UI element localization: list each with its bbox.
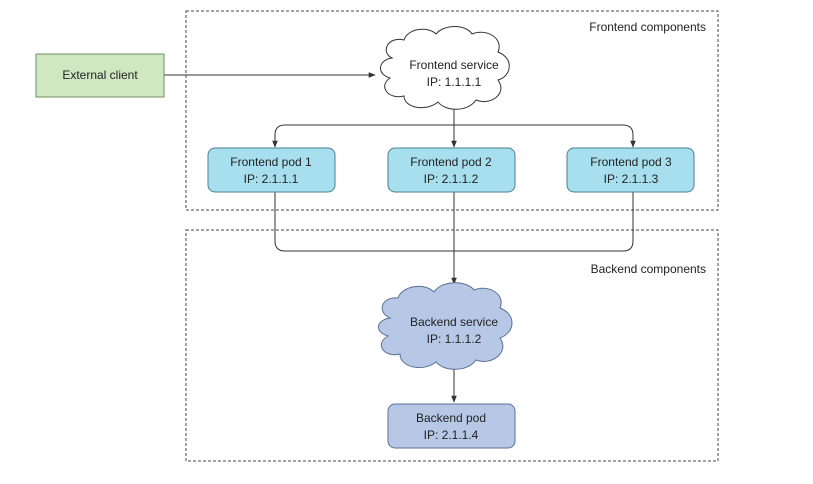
frontend-service-cloud-icon — [380, 26, 510, 110]
frontend-service-name: Frontend service — [409, 58, 499, 72]
backend-pod-ip: IP: 2.1.1.4 — [424, 428, 479, 442]
backend-service-ip: IP: 1.1.1.2 — [427, 332, 482, 346]
backend-service-cloud-icon — [378, 282, 513, 370]
service-to-pod3-arrow — [454, 124, 636, 148]
backend-service-name: Backend service — [410, 315, 498, 329]
external-client-label: External client — [62, 68, 138, 82]
frontend-service-ip: IP: 1.1.1.1 — [427, 75, 482, 89]
frontend-service-node[interactable]: Frontend service IP: 1.1.1.1 — [380, 26, 510, 110]
backend-pod-name: Backend pod — [416, 411, 486, 425]
frontend-pod-3-node[interactable]: Frontend pod 3 IP: 2.1.1.3 — [566, 147, 695, 193]
frontend-components-group: Frontend components — [185, 10, 719, 211]
frontend-pod-1-node[interactable]: Frontend pod 1 IP: 2.1.1.1 — [207, 147, 336, 193]
connectors — [164, 72, 636, 403]
backend-pod-node[interactable]: Backend pod IP: 2.1.1.4 — [387, 403, 516, 449]
frontend-components-label: Frontend components — [589, 20, 706, 34]
backend-components-group: Backend components — [185, 229, 719, 462]
frontend-pod-1-ip: IP: 2.1.1.1 — [244, 172, 299, 186]
frontend-pod-3-ip: IP: 2.1.1.3 — [604, 172, 659, 186]
frontend-pod-1-name: Frontend pod 1 — [230, 155, 312, 169]
frontend-pod-2-name: Frontend pod 2 — [410, 155, 492, 169]
pod3-to-backend-line — [454, 192, 634, 252]
external-client-node[interactable]: External client — [35, 53, 165, 98]
frontend-pod-2-ip: IP: 2.1.1.2 — [424, 172, 479, 186]
backend-service-node[interactable]: Backend service IP: 1.1.1.2 — [378, 282, 513, 370]
frontend-pod-3-name: Frontend pod 3 — [590, 155, 672, 169]
backend-components-label: Backend components — [591, 262, 706, 276]
service-to-pod1-arrow — [272, 124, 454, 148]
pod1-to-backend-line — [274, 192, 454, 252]
frontend-pod-2-node[interactable]: Frontend pod 2 IP: 2.1.1.2 — [387, 147, 516, 193]
